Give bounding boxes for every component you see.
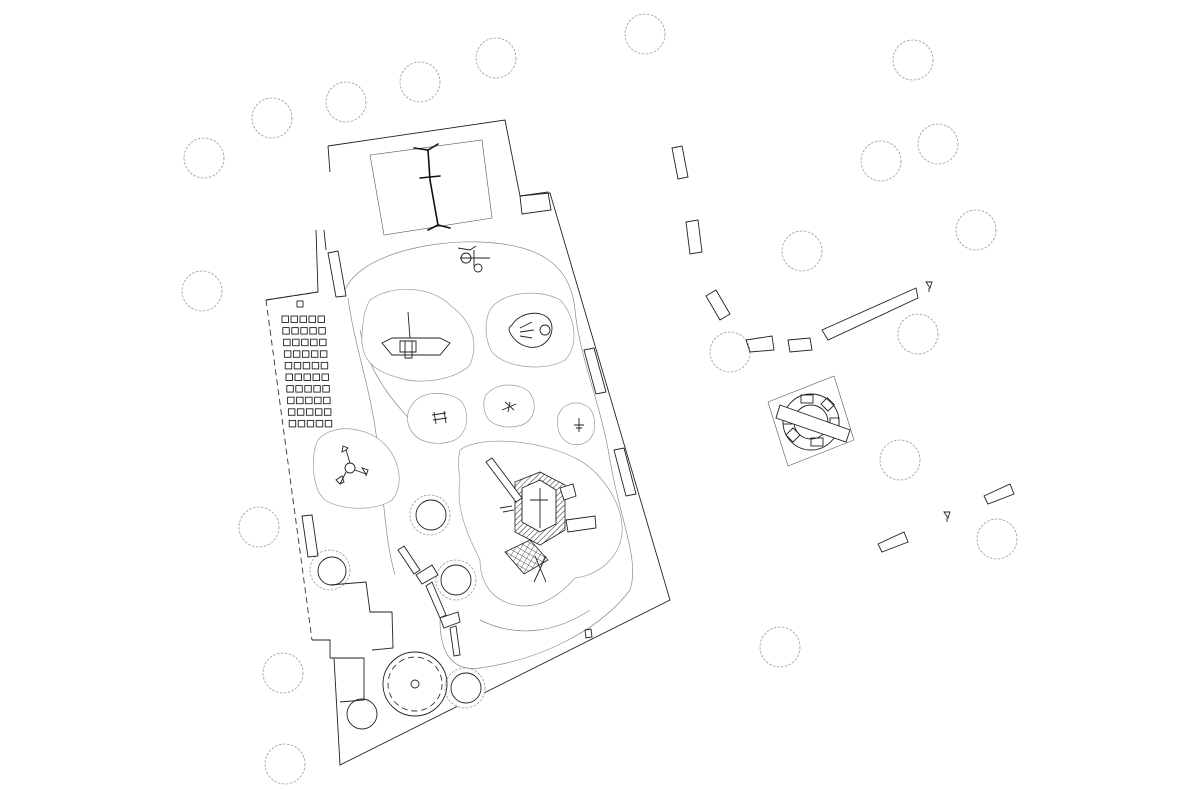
parking-space	[286, 385, 294, 393]
tree-5	[475, 37, 517, 79]
round-seating-with-beam	[775, 404, 851, 443]
sand-circle	[382, 651, 448, 717]
sports-pitch	[369, 139, 493, 236]
tree-15	[879, 439, 921, 481]
tree-20	[759, 626, 801, 668]
tree-19	[264, 743, 306, 785]
parking-space	[300, 327, 308, 335]
parking-space	[306, 419, 315, 428]
parking-space	[308, 315, 316, 323]
parking-space	[291, 327, 299, 335]
tree-14	[181, 270, 223, 312]
tree-11	[781, 230, 823, 272]
tree-13	[709, 331, 751, 373]
parking-space	[292, 350, 301, 358]
fish-climber	[508, 312, 553, 348]
tree-1	[183, 137, 225, 179]
zone-boat	[361, 289, 475, 382]
parking-space	[305, 408, 314, 416]
play-tower	[485, 457, 597, 583]
spring-rider-1	[501, 401, 517, 413]
plaza	[767, 375, 855, 467]
parking-space	[303, 373, 311, 381]
parking-space	[311, 361, 320, 370]
parking-space	[314, 396, 322, 405]
parking-space	[302, 361, 311, 370]
parking-space	[287, 408, 296, 416]
parking-space	[284, 361, 293, 370]
parking-space	[323, 408, 332, 416]
parking-space	[304, 385, 312, 393]
parking-space	[321, 373, 329, 381]
parking-space	[322, 385, 330, 393]
parking-grid	[281, 300, 333, 428]
rocking-boat	[381, 311, 451, 359]
parking-space	[296, 396, 304, 405]
parking-space	[285, 373, 293, 381]
tri-spinner	[335, 445, 369, 485]
tree-16	[976, 518, 1018, 560]
tree-10	[955, 209, 997, 251]
tree-8	[917, 123, 959, 165]
parking-marker	[296, 300, 304, 308]
parking-space	[314, 408, 323, 416]
parking-space	[320, 361, 329, 370]
parking-space	[317, 315, 325, 323]
tree-4	[399, 61, 441, 103]
small-signs	[925, 281, 951, 522]
benches-site	[301, 191, 637, 703]
tree-18	[262, 652, 304, 694]
tree-3	[325, 81, 367, 123]
parking-space	[315, 419, 324, 428]
parking-space	[309, 327, 317, 335]
parking-space	[288, 419, 297, 428]
zone-spring-2	[557, 402, 596, 446]
zone-spinner	[312, 428, 400, 509]
play-zones	[312, 289, 623, 607]
mini-table	[431, 410, 448, 425]
parking-space	[310, 338, 318, 347]
parking-space	[292, 338, 300, 347]
swing-frame	[413, 143, 451, 231]
parking-space	[313, 385, 321, 393]
balance-beam	[397, 545, 461, 657]
site-boundary	[265, 119, 671, 766]
parking-space	[323, 396, 331, 405]
trees-layer	[181, 13, 1018, 785]
parking-space	[301, 338, 309, 347]
parking-space	[287, 396, 295, 405]
east-benches	[671, 145, 1015, 553]
parking-space	[283, 338, 291, 347]
parking-space	[296, 408, 305, 416]
tree-12	[897, 313, 939, 355]
tree-7	[892, 39, 934, 81]
parking-space	[301, 350, 310, 358]
zone-table	[407, 393, 468, 444]
spring-rider-2	[574, 418, 584, 432]
parking-space	[297, 419, 306, 428]
tree-17	[238, 506, 280, 548]
tree-9	[860, 140, 902, 182]
spinner	[457, 245, 490, 273]
parking-space	[299, 315, 307, 323]
parking-space	[319, 350, 328, 358]
parking-space	[293, 361, 302, 370]
parking-space	[290, 315, 298, 323]
tree-2	[251, 97, 293, 139]
parking-space	[283, 350, 292, 358]
parking-space	[324, 419, 333, 428]
parking-space	[281, 315, 289, 323]
parking-space	[305, 396, 313, 405]
parking-space	[310, 350, 319, 358]
parking-space	[319, 338, 327, 347]
parking-space	[294, 373, 302, 381]
parking-space	[312, 373, 320, 381]
parking-space	[282, 327, 290, 335]
parking-space	[295, 385, 303, 393]
tree-6	[624, 13, 666, 55]
parking-space	[318, 327, 326, 335]
stepping-stumps	[317, 499, 482, 730]
